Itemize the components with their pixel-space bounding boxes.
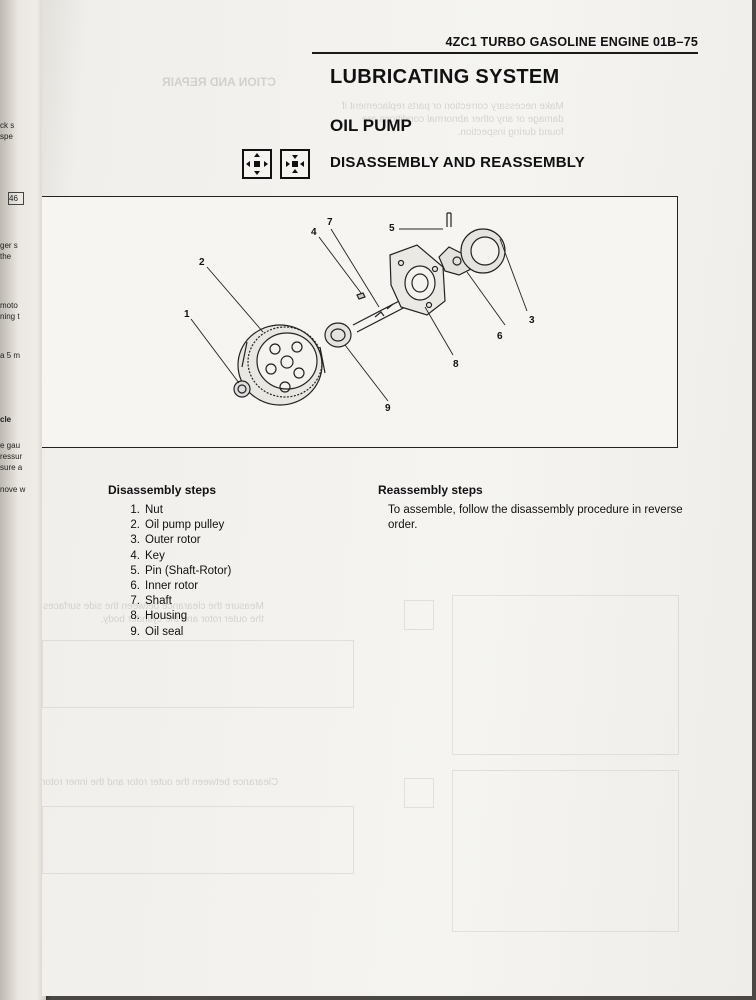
- callout-1: 1: [184, 309, 190, 320]
- stub-text: moto ning t: [0, 301, 20, 321]
- housing-drawing: [389, 244, 446, 316]
- stub-text: e gau ressur sure a nove w: [0, 441, 26, 494]
- stub-box: 46: [8, 192, 24, 205]
- running-header: 4ZC1 TURBO GASOLINE ENGINE 01B–75: [312, 34, 698, 54]
- previous-page-edge: ck s spe 46 ger s the moto ning t a 5 m …: [0, 0, 46, 1000]
- page-subtitle: OIL PUMP: [330, 116, 412, 135]
- exploded-view-figure: 1 2 3 4 5 6 7 8 9: [42, 196, 678, 448]
- callout-6: 6: [497, 331, 503, 342]
- list-item: 1.Nut: [130, 504, 163, 516]
- reassembly-instructions: To assemble, follow the disassembly proc…: [388, 504, 683, 531]
- list-item: 2.Oil pump pulley: [130, 519, 225, 532]
- list-item: 6.Inner rotor: [130, 580, 199, 593]
- list-item: 3.Outer rotor: [130, 534, 201, 547]
- list-item: 5.Pin (Shaft-Rotor): [130, 564, 232, 577]
- callout-9: 9: [385, 403, 391, 414]
- page-title: LUBRICATING SYSTEM: [330, 66, 560, 88]
- disassembly-steps-list: 1.Nut 2.Oil pump pulley 3.Outer rotor 4.…: [126, 503, 231, 640]
- manual-page: CTION AND REPAIR Make necessary correcti…: [42, 0, 752, 996]
- bleed-through-figure: [452, 595, 679, 755]
- callout-4: 4: [311, 227, 317, 238]
- oil-pump-pulley-drawing: [237, 324, 326, 406]
- stub-text: a 5 m: [0, 351, 21, 360]
- bleed-through-icon: [404, 600, 434, 630]
- section-heading: DISASSEMBLY AND REASSEMBLY: [330, 154, 585, 171]
- bleed-through-figure: [452, 770, 679, 932]
- bleed-through: Clearance between the outer rotor and th…: [42, 777, 279, 788]
- stub-text: cle: [0, 415, 12, 424]
- bleed-through: CTION AND REPAIR: [162, 75, 276, 89]
- key-drawing: [356, 292, 366, 300]
- callout-2: 2: [199, 257, 205, 268]
- stub-text: ger s the: [0, 241, 18, 261]
- bleed-through-icon: [404, 778, 434, 808]
- reassemble-icon: [280, 149, 310, 179]
- bleed-through-table: [42, 640, 354, 708]
- callout-7: 7: [327, 217, 333, 228]
- disassemble-icon: [242, 149, 272, 179]
- callout-8: 8: [453, 359, 459, 370]
- outer-rotor-drawing: [460, 228, 506, 274]
- callout-3: 3: [529, 315, 535, 326]
- running-title: 4ZC1 TURBO GASOLINE ENGINE 01B–75: [445, 35, 698, 49]
- list-item: 7.Shaft: [130, 595, 172, 608]
- pin-drawing: [446, 212, 452, 227]
- list-item: 4.Key: [130, 549, 165, 562]
- callout-5: 5: [389, 223, 395, 234]
- bleed-through-table: [42, 806, 354, 874]
- list-item: 9.Oil seal: [130, 625, 184, 638]
- oil-seal-drawing: [324, 322, 352, 348]
- reassembly-heading: Reassembly steps: [378, 483, 483, 497]
- list-item: 8.Housing: [130, 610, 188, 623]
- disassembly-heading: Disassembly steps: [108, 483, 217, 497]
- stub-text: ck s spe: [0, 121, 15, 141]
- nut-drawing: [233, 380, 251, 398]
